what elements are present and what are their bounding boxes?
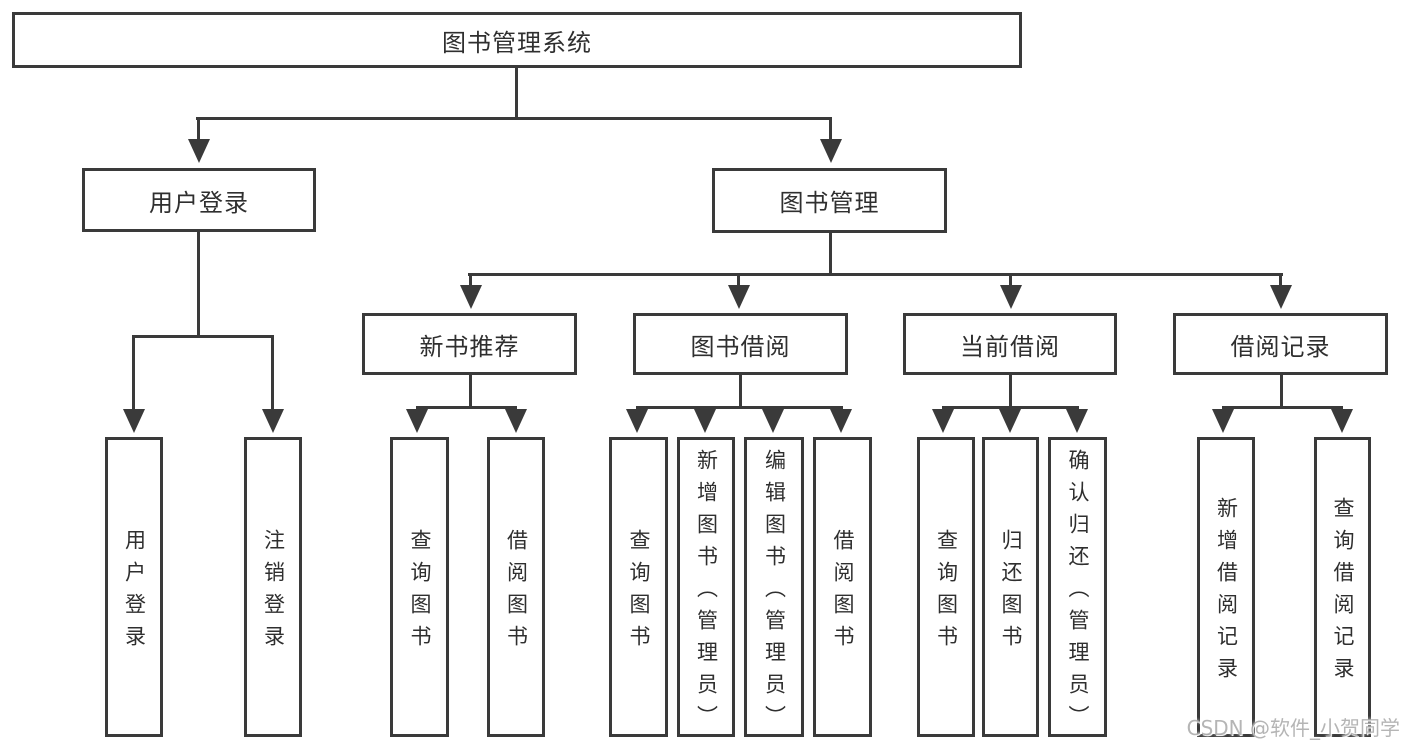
node-label: 编辑图书（管理员）	[762, 448, 787, 737]
connector-vertical	[469, 273, 472, 287]
node-label: 注销登录	[261, 528, 286, 657]
leaf-confirm-return-admin: 确认归还（管理员）	[1048, 437, 1107, 737]
connector-vertical	[132, 335, 135, 411]
connector-horizontal	[1222, 406, 1343, 409]
node-label: 图书管理	[779, 189, 880, 217]
arrow-down-icon	[694, 409, 716, 433]
arrow-down-icon	[932, 409, 954, 433]
connector-vertical	[739, 373, 742, 409]
csdn-watermark: CSDN @软件_小贺同学	[1186, 716, 1400, 740]
connector-vertical	[1009, 273, 1012, 287]
node-book-borrowing: 图书借阅	[633, 313, 848, 375]
connector-vertical	[515, 68, 518, 120]
connector-vertical	[197, 232, 200, 338]
node-label: 新书推荐	[419, 332, 520, 361]
arrow-down-icon	[830, 409, 852, 433]
arrow-down-icon	[1000, 285, 1022, 309]
node-label: 查询借阅记录	[1331, 496, 1355, 689]
node-label: 用户登录	[149, 188, 249, 217]
arrow-down-icon	[505, 409, 527, 433]
arrow-down-icon	[820, 139, 842, 163]
node-label: 借阅图书	[504, 528, 529, 657]
connector-vertical	[197, 117, 200, 143]
node-borrowing-records: 借阅记录	[1173, 313, 1388, 375]
leaf-add-books-admin: 新增图书（管理员）	[677, 437, 735, 737]
node-label: 当前借阅	[960, 332, 1060, 361]
arrow-down-icon	[1066, 409, 1088, 433]
connector-vertical	[737, 273, 740, 287]
node-label: 图书借阅	[690, 332, 791, 361]
connector-horizontal	[636, 406, 843, 409]
leaf-user-login: 用户登录	[105, 437, 163, 737]
node-user-login: 用户登录	[82, 168, 316, 232]
leaf-query-books: 查询图书	[609, 437, 668, 737]
connector-vertical	[1280, 373, 1283, 409]
connector-vertical	[271, 335, 274, 411]
arrow-down-icon	[460, 285, 482, 309]
connector-horizontal	[416, 406, 517, 409]
arrow-down-icon	[999, 409, 1021, 433]
node-label: 用户登录	[122, 528, 147, 657]
leaf-logout: 注销登录	[244, 437, 302, 737]
arrow-down-icon	[262, 409, 284, 433]
leaf-query-books: 查询图书	[917, 437, 975, 737]
leaf-borrow-books: 借阅图书	[813, 437, 872, 737]
leaf-return-books: 归还图书	[982, 437, 1039, 737]
leaf-add-borrow-record: 新增借阅记录	[1197, 437, 1255, 737]
arrow-down-icon	[1331, 409, 1353, 433]
node-label: 图书管理系统	[442, 28, 592, 57]
node-label: 归还图书	[999, 528, 1023, 657]
connector-horizontal	[132, 335, 274, 338]
arrow-down-icon	[188, 139, 210, 163]
connector-horizontal	[468, 273, 1283, 276]
connector-vertical	[829, 231, 832, 276]
arrow-down-icon	[123, 409, 145, 433]
arrow-down-icon	[626, 409, 648, 433]
node-label: 借阅记录	[1230, 332, 1331, 361]
connector-vertical	[469, 373, 472, 409]
connector-vertical	[829, 117, 832, 143]
node-label: 借阅图书	[831, 528, 855, 657]
leaf-query-borrow-record: 查询借阅记录	[1314, 437, 1371, 737]
arrow-down-icon	[406, 409, 428, 433]
node-new-book-recommendation: 新书推荐	[362, 313, 577, 375]
node-label: 查询图书	[408, 528, 432, 657]
leaf-borrow-books: 借阅图书	[487, 437, 545, 737]
connector-vertical	[1009, 373, 1012, 409]
node-current-borrowing: 当前借阅	[903, 313, 1117, 375]
node-label: 新增借阅记录	[1214, 496, 1239, 689]
leaf-edit-books-admin: 编辑图书（管理员）	[744, 437, 804, 737]
node-label: 查询图书	[934, 528, 959, 657]
connector-vertical	[1279, 273, 1282, 287]
arrow-down-icon	[1212, 409, 1234, 433]
leaf-query-books: 查询图书	[390, 437, 449, 737]
connector-horizontal	[196, 117, 832, 120]
arrow-down-icon	[762, 409, 784, 433]
node-label: 新增图书（管理员）	[694, 448, 719, 737]
arrow-down-icon	[1270, 285, 1292, 309]
node-label: 确认归还（管理员）	[1066, 448, 1090, 737]
node-library-management-system: 图书管理系统	[12, 12, 1022, 68]
node-book-management: 图书管理	[712, 168, 947, 233]
arrow-down-icon	[728, 285, 750, 309]
node-label: 查询图书	[627, 528, 651, 657]
connector-horizontal	[942, 406, 1079, 409]
